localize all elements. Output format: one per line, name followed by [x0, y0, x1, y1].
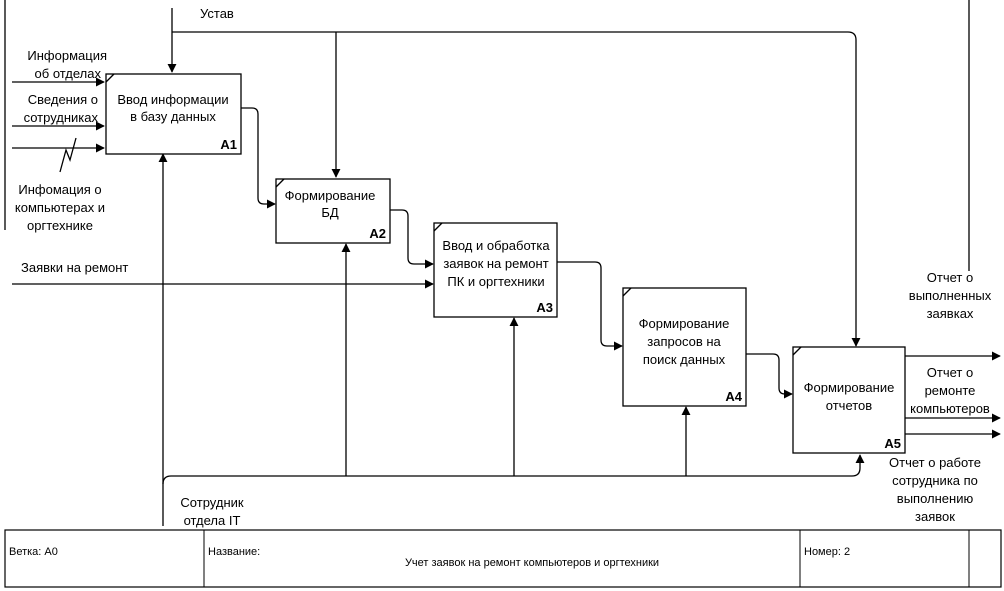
- label-vypolnennye-2: выполненных: [909, 288, 992, 303]
- arrow-control-ustav-branch: [172, 31, 861, 347]
- activity-a3[interactable]: Ввод и обработка заявок на ремонт ПК и о…: [433, 222, 558, 318]
- title-block: Ветка: A0 Название: Учет заявок на ремон…: [4, 529, 1002, 588]
- label-computers-3: оргтехнике: [27, 218, 93, 233]
- label-rabota-3: выполнению: [897, 491, 974, 506]
- label-svedeniya-1: Сведения о: [28, 92, 98, 107]
- arrow-input-computers-squiggle: [59, 137, 77, 173]
- a4-number: A4: [725, 389, 742, 404]
- label-mechanism-2: отдела IT: [184, 513, 241, 528]
- label-zayavki: Заявки на ремонт: [21, 260, 128, 275]
- a3-title-line-3: ПК и оргтехники: [447, 274, 544, 289]
- a2-title-line-2: БД: [321, 205, 339, 220]
- a5-number: A5: [884, 436, 901, 451]
- title-label: Название:: [208, 546, 260, 558]
- number-label: Номер: 2: [804, 546, 850, 558]
- node-label: Ветка: A0: [9, 546, 58, 558]
- label-info-otdely-1: Информация: [27, 48, 107, 63]
- label-remont-2: ремонте: [925, 383, 976, 398]
- arrow-a1-to-a2: [241, 107, 276, 209]
- activity-a1[interactable]: Ввод информации в базу данных A1: [105, 73, 242, 155]
- a2-number: A2: [369, 226, 386, 241]
- activity-a4[interactable]: Формирование запросов на поиск данных A4: [622, 287, 747, 407]
- label-rabota-2: сотрудника по: [892, 473, 978, 488]
- activity-a2[interactable]: Формирование БД A2: [275, 178, 391, 244]
- a3-title-line-2: заявок на ремонт: [443, 256, 548, 271]
- label-rabota-1: Отчет о работе: [889, 455, 981, 470]
- a1-number: A1: [220, 137, 237, 152]
- a1-title-line-2: в базу данных: [130, 109, 216, 124]
- label-computers-1: Инфомация о: [18, 182, 101, 197]
- arrows-layer: [12, 8, 1001, 526]
- arrow-a4-to-a5: [746, 353, 793, 399]
- label-ustav: Устав: [200, 6, 234, 21]
- arrow-labels: Устав Информация об отделах Сведения о с…: [15, 6, 992, 528]
- label-computers-2: компьютерах и: [15, 200, 105, 215]
- label-mechanism-1: Сотрудник: [180, 495, 243, 510]
- label-remont-1: Отчет о: [927, 365, 973, 380]
- a5-title-line-2: отчетов: [826, 398, 873, 413]
- a4-title-line-1: Формирование: [639, 316, 730, 331]
- label-svedeniya-2: сотрудниках: [24, 110, 99, 125]
- label-info-otdely-2: об отделах: [35, 66, 102, 81]
- activity-a5[interactable]: Формирование отчетов A5: [792, 346, 906, 454]
- a4-title-line-2: запросов на: [647, 334, 721, 349]
- diagram-title: Учет заявок на ремонт компьютеров и оргт…: [405, 557, 659, 569]
- a5-title-line-1: Формирование: [804, 380, 895, 395]
- label-remont-3: компьютеров: [910, 401, 990, 416]
- arrow-mechanism-bus: [162, 454, 865, 485]
- a2-title-line-1: Формирование: [285, 188, 376, 203]
- arrow-a2-to-a3: [390, 209, 434, 269]
- label-rabota-4: заявок: [915, 509, 955, 524]
- a3-title-line-1: Ввод и обработка: [442, 238, 550, 253]
- arrow-a3-to-a4: [557, 261, 623, 351]
- a1-title-line-1: Ввод информации: [117, 92, 228, 107]
- label-vypolnennye-3: заявках: [927, 306, 974, 321]
- a3-number: A3: [536, 300, 553, 315]
- a4-title-line-3: поиск данных: [643, 352, 726, 367]
- label-vypolnennye-1: Отчет о: [927, 270, 973, 285]
